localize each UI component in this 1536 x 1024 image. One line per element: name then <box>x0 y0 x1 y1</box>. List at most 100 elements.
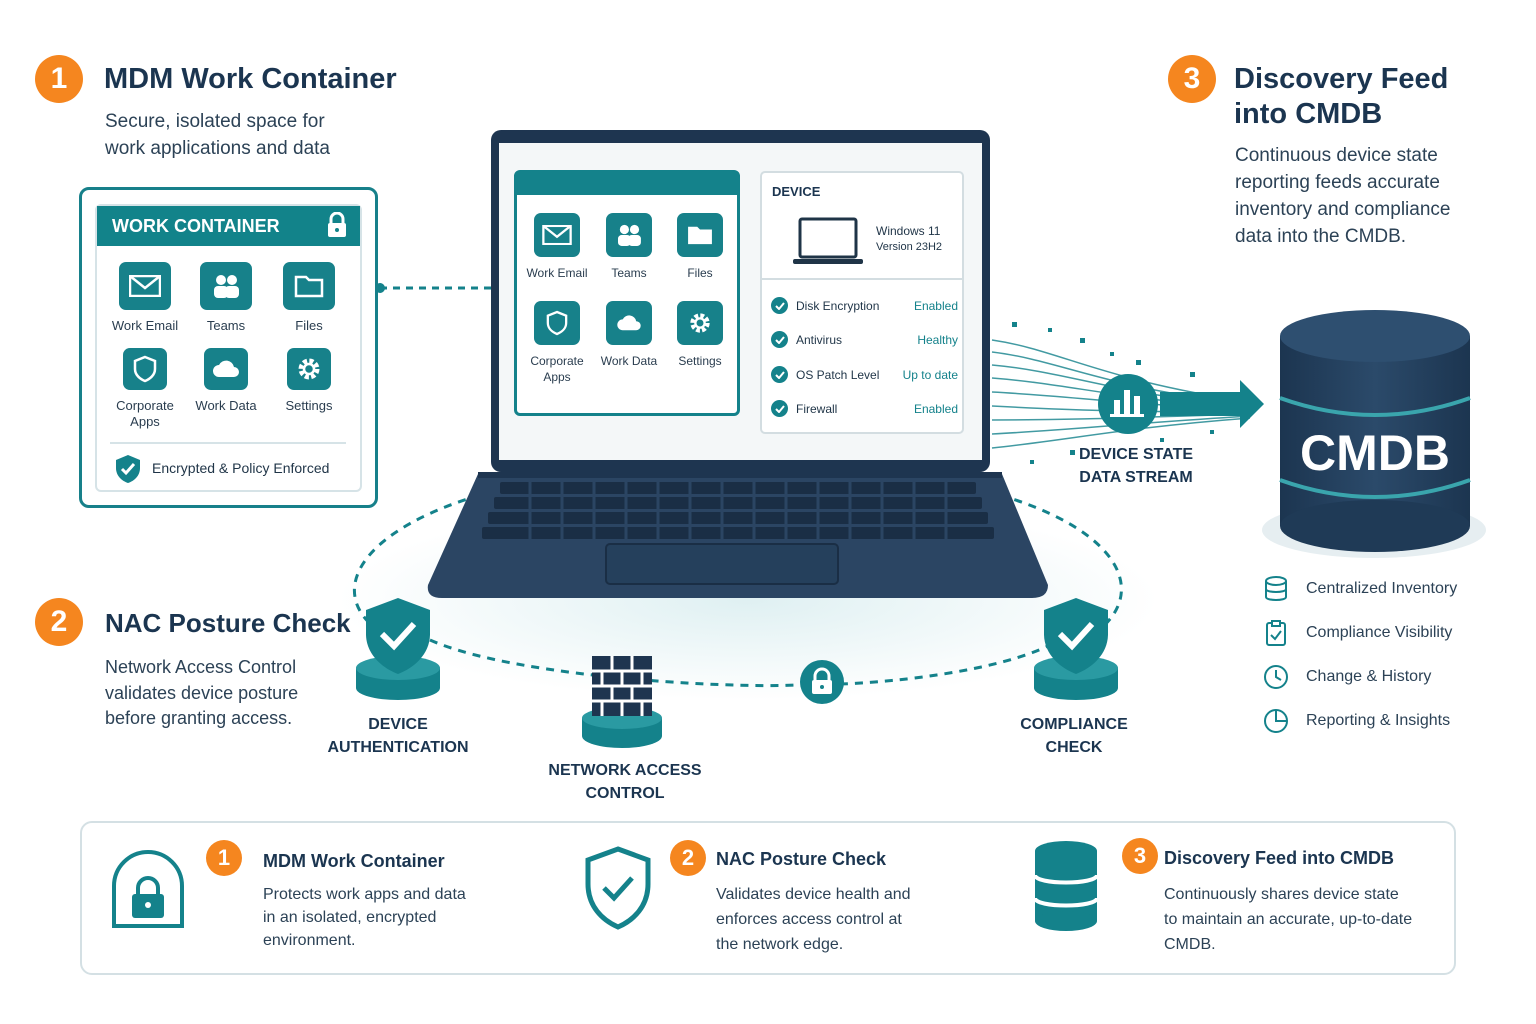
screen-app-label-l1: Corporate <box>530 354 584 368</box>
wc-app-label: Work Data <box>195 398 257 413</box>
feature-reporting-insights: Reporting & Insights <box>1262 707 1450 735</box>
screen-app-label: Teams <box>611 266 647 280</box>
screen-app-corporate-apps[interactable]: Corporate Apps <box>517 301 597 385</box>
wc-app-label: Files <box>295 318 323 333</box>
network-access-label: NETWORK ACCESS CONTROL <box>530 759 720 805</box>
network-access-label-l2: CONTROL <box>585 785 665 802</box>
wc-app-label-l1: Corporate <box>116 398 174 413</box>
feature-label: Reporting & Insights <box>1306 712 1451 729</box>
laptop-keyboard <box>482 482 994 539</box>
database-stack-icon <box>1033 841 1099 931</box>
device-header: DEVICE <box>772 184 821 199</box>
compliance-shield-icon <box>1034 598 1118 700</box>
data-stream-label-l1: DEVICE STATE <box>1078 446 1194 463</box>
screen-app-label: Work Data <box>600 354 658 368</box>
status-value: Healthy <box>917 332 958 347</box>
cmdb-cylinder <box>1262 310 1486 558</box>
wc-app-label: Work Email <box>111 318 179 333</box>
feature-label: Change & History <box>1306 668 1432 685</box>
summary-1-title: MDM Work Container <box>263 851 445 871</box>
data-stream-label: DEVICE STATE DATA STREAM <box>1064 443 1208 489</box>
section-1-desc-line2: work applications and data <box>105 138 330 159</box>
laptop-trackpad <box>605 543 839 585</box>
work-container-footer: Encrypted & Policy Enforced <box>152 460 330 476</box>
clipboard-check-icon <box>1266 620 1286 646</box>
firewall-icon <box>582 656 662 748</box>
wc-app-teams[interactable]: Teams <box>186 262 266 334</box>
compliance-label: COMPLIANCE CHECK <box>994 713 1154 759</box>
summary-badge-1: 1 <box>206 840 242 876</box>
wc-app-work-data[interactable]: Work Data <box>186 348 266 414</box>
feature-change-history: Change & History <box>1262 663 1431 691</box>
work-container-header: WORK CONTAINER <box>97 206 360 246</box>
step-badge-2: 2 <box>35 598 83 646</box>
check-icon <box>771 366 788 383</box>
status-value: Enabled <box>913 298 958 313</box>
work-container-header-label: WORK CONTAINER <box>112 215 280 236</box>
screen-app-label: Settings <box>678 354 722 368</box>
device-status-panel <box>760 171 964 434</box>
padlock-icon <box>112 850 184 928</box>
laptop-icon <box>793 217 863 264</box>
screen-app-work-email[interactable]: Work Email <box>517 213 597 281</box>
network-access-label-l1: NETWORK ACCESS <box>548 762 702 779</box>
status-row-firewall: Firewall Enabled <box>771 400 958 417</box>
summary-2-line1: Validates device health and <box>716 886 911 903</box>
feature-compliance-visibility: Compliance Visibility <box>1262 619 1452 647</box>
screen-app-teams[interactable]: Teams <box>589 213 669 281</box>
device-auth-shield-icon <box>356 598 440 700</box>
screen-apps-panel <box>514 170 740 416</box>
section-2-desc-line3: before granting access. <box>105 708 293 728</box>
summary-2-title: NAC Posture Check <box>716 849 887 869</box>
check-icon <box>771 331 788 348</box>
check-icon <box>771 297 788 314</box>
screen-app-work-data[interactable]: Work Data <box>589 301 669 369</box>
status-row-os-patch: OS Patch Level Up to date <box>771 366 958 383</box>
nac-orbit-ring <box>352 493 481 652</box>
wc-app-label-l2: Apps <box>130 414 160 429</box>
section-2-title: NAC Posture Check <box>105 608 351 638</box>
lock-icon <box>328 212 346 237</box>
step-badge-1: 1 <box>35 55 83 103</box>
work-container-frame <box>79 187 378 508</box>
device-os-version: Version 23H2 <box>876 241 943 253</box>
summary-3-line1: Continuously shares device state <box>1164 886 1399 903</box>
status-name: OS Patch Level <box>796 367 880 382</box>
summary-3-line2: to maintain an accurate, up-to-date <box>1164 911 1413 928</box>
shield-check-outline-icon <box>585 846 651 930</box>
mail-icon <box>119 262 171 310</box>
wc-app-corporate-apps[interactable]: Corporate Apps <box>105 348 185 430</box>
section-3-desc-line1: Continuous device state <box>1235 145 1438 166</box>
section-1-desc-line1: Secure, isolated space for <box>105 111 325 132</box>
summary-2-line2: enforces access control at <box>716 911 902 928</box>
wc-app-settings[interactable]: Settings <box>269 348 349 414</box>
summary-1-line2: in an isolated, encrypted <box>263 909 437 926</box>
wc-app-work-email[interactable]: Work Email <box>105 262 185 334</box>
status-name: Antivirus <box>796 332 843 347</box>
summary-badge-2: 2 <box>670 840 706 876</box>
screen-app-label-l2: Apps <box>543 370 571 384</box>
device-auth-label: DEVICE AUTHENTICATION <box>318 713 478 759</box>
section-3-desc-line2: reporting feeds accurate <box>1235 172 1440 193</box>
section-2-desc-line1: Network Access Control <box>105 657 297 677</box>
compliance-label-l1: COMPLIANCE <box>1020 716 1128 733</box>
wc-app-files[interactable]: Files <box>269 262 349 334</box>
clock-icon <box>1264 665 1288 689</box>
screen-app-settings[interactable]: Settings <box>660 301 740 369</box>
shield-check-icon <box>116 455 140 483</box>
wc-app-label: Teams <box>206 318 246 333</box>
cloud-icon <box>606 301 652 345</box>
status-row-antivirus: Antivirus Healthy <box>771 331 958 348</box>
summary-1-line1: Protects work apps and data <box>263 886 466 903</box>
database-icon <box>1265 576 1287 601</box>
data-stream-label-l2: DATA STREAM <box>1079 469 1193 486</box>
wc-app-label: Settings <box>285 398 333 413</box>
section-3-desc-line4: data into the CMDB. <box>1235 226 1407 247</box>
device-auth-label-l1: DEVICE <box>368 716 428 733</box>
cmdb-label: CMDB <box>1300 425 1450 481</box>
screen-app-files[interactable]: Files <box>660 213 740 281</box>
device-auth-label-l2: AUTHENTICATION <box>327 739 469 756</box>
gear-icon <box>677 301 723 345</box>
screen-app-label: Files <box>687 266 713 280</box>
